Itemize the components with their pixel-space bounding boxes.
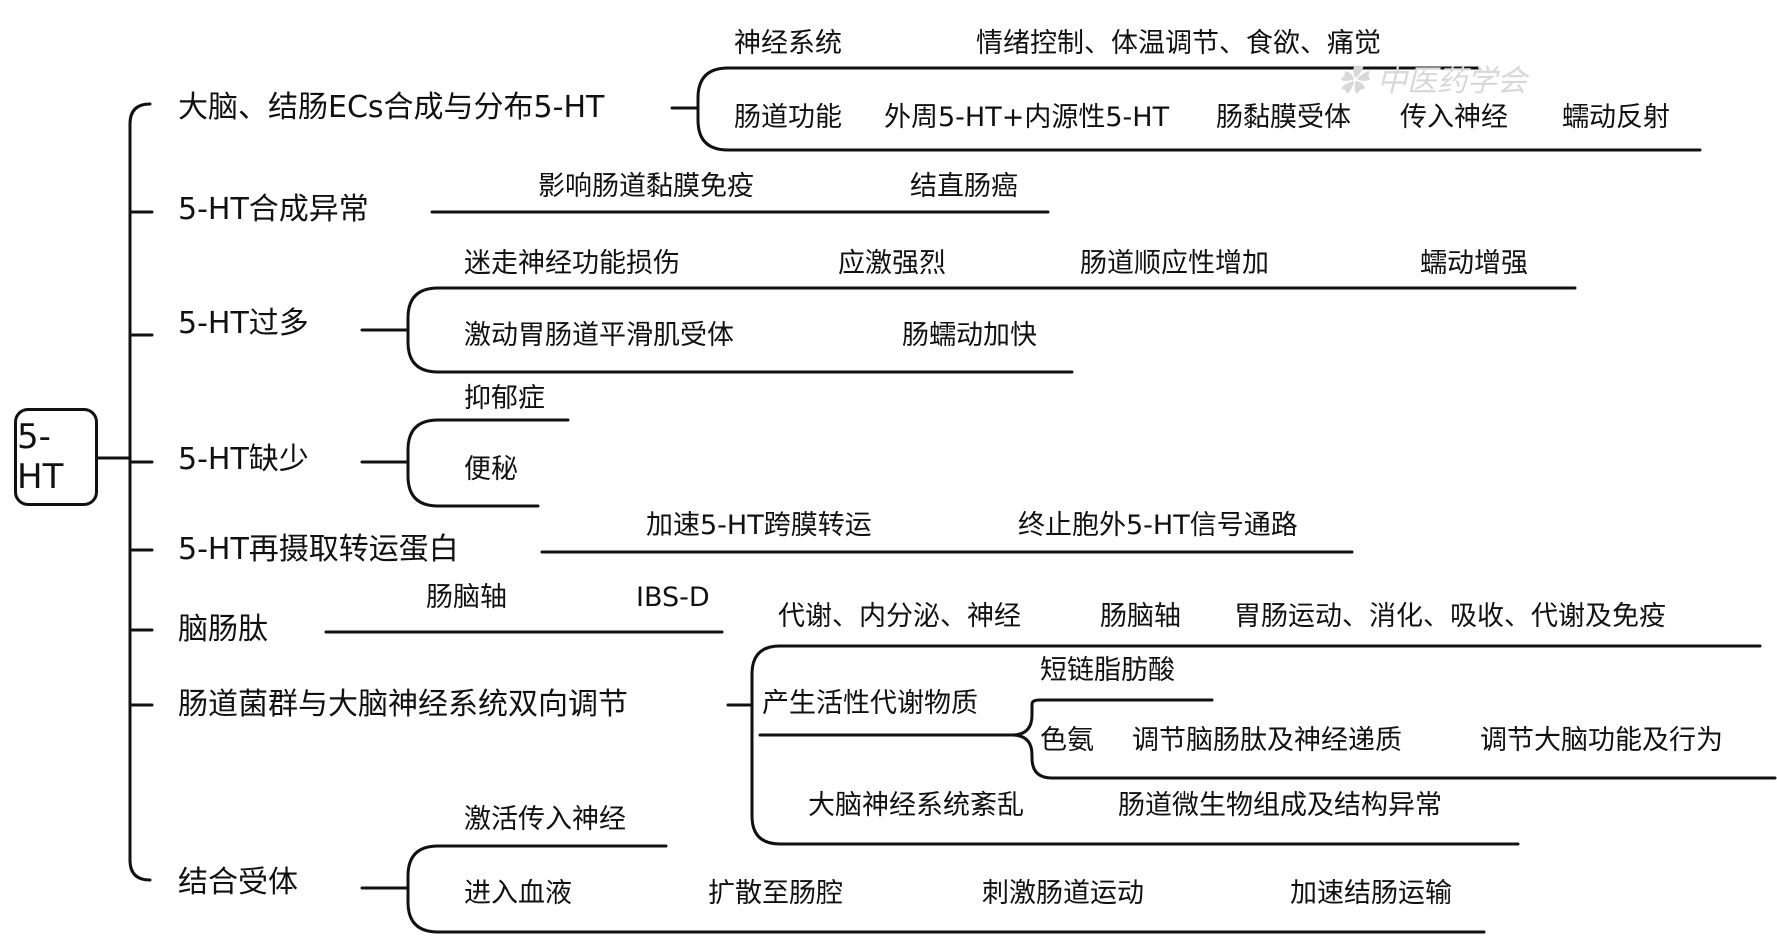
node-text: 激活传入神经 (464, 804, 626, 835)
node-text: 肠脑轴 (426, 582, 507, 613)
branch-label-transporter: 5-HT再摄取转运蛋白 (178, 532, 459, 567)
node-text: 产生活性代谢物质 (762, 688, 978, 719)
node-text: 肠脑轴 (1100, 601, 1181, 632)
branch-label-abnormal: 5-HT合成异常 (178, 192, 369, 227)
b6-sub-bracket (1010, 698, 1214, 737)
node-text: 应激强烈 (838, 248, 946, 279)
node-text: 肠黏膜受体 (1216, 102, 1351, 133)
branch-label-peptide: 脑肠肽 (178, 612, 268, 647)
node-text: 色氨 (1040, 725, 1094, 756)
node-text: 情绪控制、体温调节、食欲、痛觉 (976, 28, 1381, 59)
branch-label-receptor: 结合受体 (178, 865, 298, 900)
b7-bracket (406, 844, 1486, 934)
node-text: 短链脂肪酸 (1040, 655, 1175, 686)
node-text: 进入血液 (464, 878, 572, 909)
node-text: 迷走神经功能损伤 (464, 248, 680, 279)
node-text: 刺激肠道运动 (982, 878, 1144, 909)
node-text: 肠道功能 (734, 102, 842, 133)
node-text: 肠蠕动加快 (902, 320, 1037, 351)
node-text: 便秘 (464, 454, 518, 485)
node-text: 抑郁症 (464, 383, 545, 414)
root-label: 5-HT (17, 417, 64, 497)
node-text: 代谢、内分泌、神经 (778, 601, 1021, 632)
main-trunk (128, 102, 152, 882)
watermark-logo: ✿ 中医药学会 (1337, 64, 1527, 99)
b3-bracket (406, 418, 540, 508)
node-text: 神经系统 (734, 28, 842, 59)
node-text: IBS-D (636, 582, 710, 613)
node-text: 激动胃肠道平滑肌受体 (464, 320, 734, 351)
node-text: 大脑神经系统紊乱 (808, 790, 1024, 821)
node-text: 加速结肠运输 (1290, 878, 1452, 909)
b2-bracket (406, 286, 1074, 374)
branch-label-excess: 5-HT过多 (178, 306, 309, 341)
node-text: 蠕动增强 (1420, 248, 1528, 279)
node-text: 肠道微生物组成及结构异常 (1118, 790, 1442, 821)
branch-label-deficiency: 5-HT缺少 (178, 442, 309, 477)
node-text: 影响肠道黏膜免疫 (538, 171, 754, 202)
node-text: 加速5-HT跨膜转运 (646, 510, 872, 541)
b6-bracket (750, 644, 1520, 846)
branch-label-synthesis: 大脑、结肠ECs合成与分布5-HT (178, 90, 605, 125)
node-text: 扩散至肠腔 (708, 878, 843, 909)
branch-label-microbiota: 肠道菌群与大脑神经系统双向调节 (178, 687, 628, 722)
node-text: 调节脑肠肽及神经递质 (1132, 725, 1402, 756)
node-text: 外周5-HT+内源性5-HT (884, 102, 1170, 133)
node-text: 结直肠癌 (910, 171, 1018, 202)
node-text: 传入神经 (1400, 102, 1508, 133)
node-text: 肠道顺应性增加 (1080, 248, 1269, 279)
node-text: 调节大脑功能及行为 (1480, 725, 1723, 756)
node-text: 胃肠运动、消化、吸收、代谢及免疫 (1234, 601, 1666, 632)
root-node: 5-HT (14, 408, 98, 506)
b0-bracket (696, 66, 1702, 152)
node-text: 终止胞外5-HT信号通路 (1018, 510, 1298, 541)
node-text: 蠕动反射 (1562, 102, 1670, 133)
